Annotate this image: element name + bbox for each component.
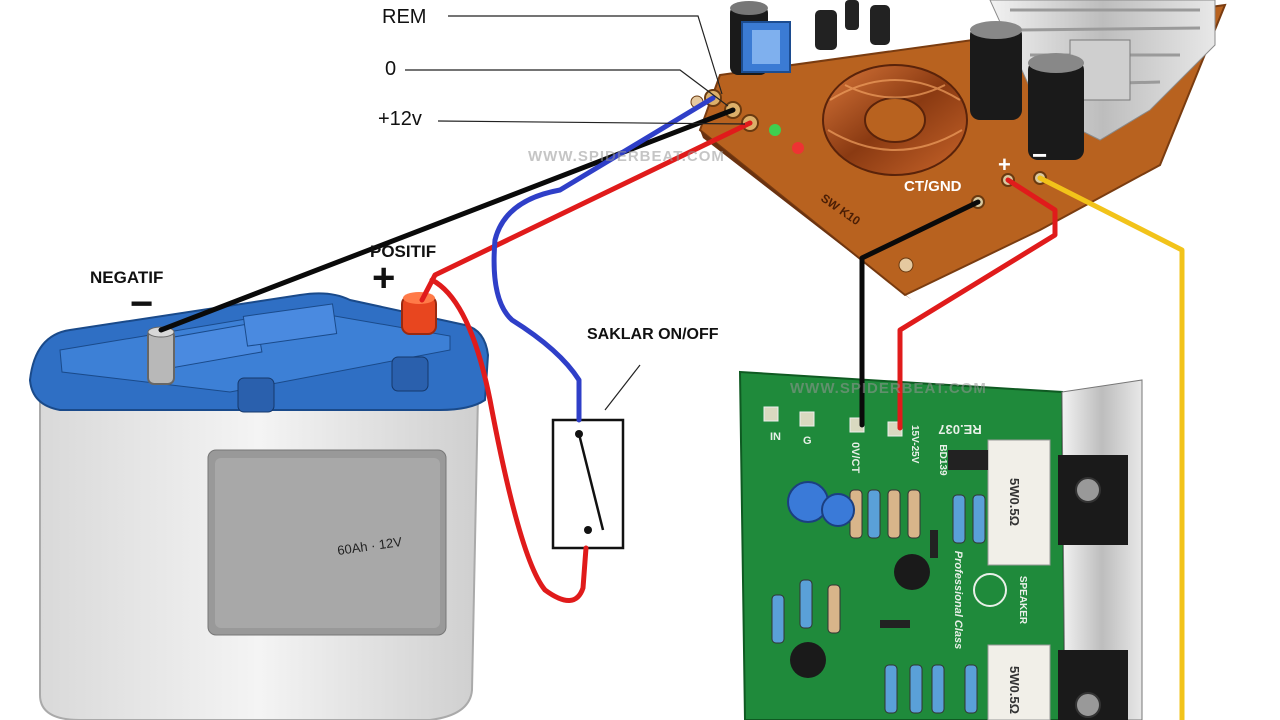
- label-ct-gnd: CT/GND: [904, 178, 962, 195]
- label-saklar: SAKLAR ON/OFF: [587, 326, 719, 343]
- wire-red-12v: [419, 120, 753, 303]
- amp-pad-in: [763, 406, 779, 422]
- speaker-label: SPEAKER: [1017, 576, 1028, 625]
- pad-g-label: G: [803, 435, 812, 447]
- wire-red-supply: [897, 177, 1058, 431]
- amp-capacitor: [787, 481, 829, 523]
- label-plus-sign: +: [372, 256, 396, 300]
- label-out-plus: +: [998, 152, 1011, 177]
- label-zero: 0: [385, 58, 397, 80]
- amp-capacitor: [821, 493, 855, 527]
- power-resistor: [987, 439, 1051, 566]
- led-green: [769, 124, 781, 136]
- toroid-coil: [822, 64, 968, 176]
- car-battery: 60Ah · 12V: [28, 292, 490, 720]
- wire-yellow-negative: [1037, 175, 1185, 720]
- amp-capacitor: [790, 642, 826, 678]
- wires: [158, 95, 1185, 720]
- amp-board: 5W0.5Ω 5W0.5Ω Profess: [738, 370, 1143, 720]
- pad-ovct-label: 0V/CT: [849, 442, 861, 473]
- amp-code-label: RE.037: [938, 422, 981, 437]
- label-12v: +12v: [378, 108, 422, 130]
- wire-blue-remote: [491, 95, 716, 423]
- label-negatif: NEGATIF: [90, 268, 164, 287]
- led-red: [792, 142, 804, 154]
- pad-in-label: IN: [770, 431, 781, 443]
- pad-supply-label: 15V-25V: [909, 425, 920, 464]
- wire-red-switch: [429, 277, 589, 603]
- bd139-label: BD139: [937, 444, 948, 476]
- label-out-minus: −: [1032, 140, 1048, 170]
- power-resistor: [987, 644, 1051, 720]
- amp-capacitor: [894, 554, 930, 590]
- label-rem: REM: [382, 6, 427, 28]
- resistor-label: 5W0.5Ω: [1007, 666, 1022, 714]
- amp-pad-g: [799, 411, 815, 427]
- watermark-top: WWW.SPIDERBEAT.COM: [528, 148, 725, 165]
- on-off-switch: [551, 418, 625, 550]
- smps-board: SW K10: [690, 0, 1227, 300]
- wire-black-ct: [859, 199, 981, 428]
- watermark-bottom: WWW.SPIDERBEAT.COM: [790, 380, 987, 397]
- resistor-label: 5W0.5Ω: [1007, 478, 1022, 526]
- brand-label: Professional Class: [952, 551, 964, 649]
- leader-lines: [405, 15, 746, 411]
- battery-terminal-negative: [147, 329, 175, 385]
- label-positif: POSITIF: [370, 242, 437, 261]
- wire-black-ground: [158, 107, 736, 333]
- brand-logo: [973, 573, 1007, 607]
- label-minus-sign: −: [130, 282, 154, 326]
